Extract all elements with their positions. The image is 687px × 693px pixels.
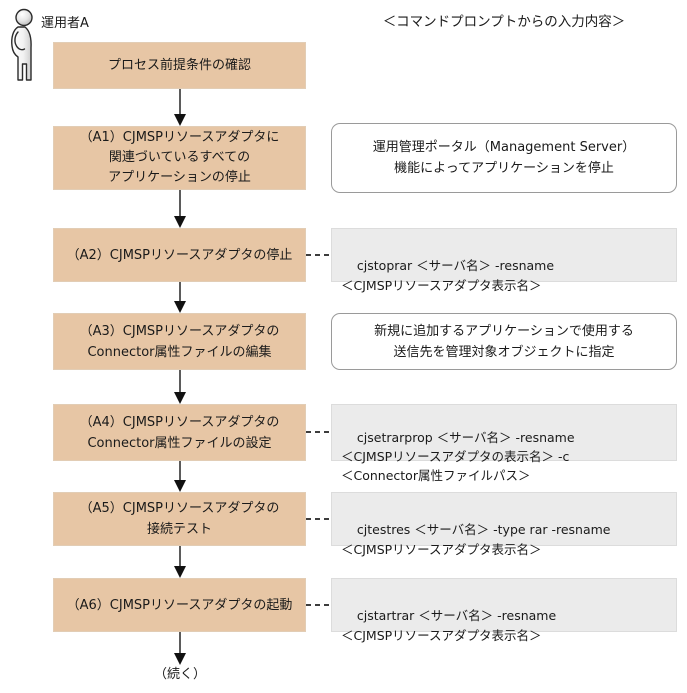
- command-text: cjstoprar ＜サーバ名＞ -resname ＜CJMSPリソースアダプタ…: [341, 258, 555, 293]
- step-box-a3[interactable]: （A3）CJMSPリソースアダプタの Connector属性ファイルの編集: [53, 313, 306, 370]
- command-box-a6: cjstartrar ＜サーバ名＞ -resname ＜CJMSPリソースアダプ…: [331, 578, 677, 643]
- step-text-line-1: （A3）CJMSPリソースアダプタの: [79, 323, 280, 339]
- command-text: cjsetrarprop ＜サーバ名＞ -resname ＜CJMSPリソースア…: [341, 430, 575, 483]
- flow-arrow-2: [174, 190, 186, 228]
- step-text-line-2: 接続テスト: [146, 522, 212, 537]
- note-text: 運用管理ポータル（Management Server） 機能によってアプリケーシ…: [372, 140, 636, 176]
- command-box-a4: cjsetrarprop ＜サーバ名＞ -resname ＜CJMSPリソースア…: [331, 404, 677, 483]
- note-box-a3: 新規に追加するアプリケーションで使用する 送信先を管理対象オブジェクトに指定: [331, 313, 677, 370]
- flow-arrow-4: [174, 370, 186, 404]
- step-box-a6[interactable]: （A6）CJMSPリソースアダプタの起動: [53, 578, 306, 632]
- flow-arrow-5: [174, 461, 186, 492]
- step-text: プロセス前提条件の確認: [107, 58, 251, 73]
- step-text-line-1: （A4）CJMSPリソースアダプタの: [79, 414, 280, 430]
- actor-label: 運用者A: [41, 16, 89, 31]
- step-text-line-1: （A1）CJMSPリソースアダプタに: [79, 130, 280, 145]
- connector-a2: [306, 254, 331, 256]
- step-text: （A6）CJMSPリソースアダプタの起動: [66, 597, 293, 613]
- step-text-line-2: Connector属性ファイルの設定: [87, 435, 272, 451]
- person-icon: [6, 8, 46, 86]
- connector-a4: [306, 431, 331, 433]
- step-text-line-3: アプリケーションの停止: [108, 170, 251, 185]
- flow-arrow-1: [174, 89, 186, 126]
- note-text: 新規に追加するアプリケーションで使用する 送信先を管理対象オブジェクトに指定: [374, 323, 634, 360]
- command-text: cjtestres ＜サーバ名＞ -type rar -resname ＜CJM…: [341, 522, 611, 557]
- flow-arrow-7: [174, 632, 186, 665]
- step-text-line-1: （A5）CJMSPリソースアダプタの: [79, 501, 280, 516]
- step-box-precondition[interactable]: プロセス前提条件の確認: [53, 42, 306, 89]
- step-box-a1[interactable]: （A1）CJMSPリソースアダプタに 関連づいているすべての アプリケーションの…: [53, 126, 306, 190]
- flow-arrow-3: [174, 282, 186, 313]
- step-box-a4[interactable]: （A4）CJMSPリソースアダプタの Connector属性ファイルの設定: [53, 404, 306, 461]
- column-header-command-prompt: ＜コマンドプロンプトからの入力内容＞: [382, 14, 626, 30]
- step-text-line-2: Connector属性ファイルの編集: [87, 344, 272, 360]
- step-box-a5[interactable]: （A5）CJMSPリソースアダプタの 接続テスト: [53, 492, 306, 546]
- connector-a6: [306, 604, 331, 606]
- step-text-line-2: 関連づいているすべての: [108, 150, 251, 165]
- note-box-a1: 運用管理ポータル（Management Server） 機能によってアプリケーシ…: [331, 123, 677, 193]
- step-box-a2[interactable]: （A2）CJMSPリソースアダプタの停止: [53, 228, 306, 282]
- step-text: （A2）CJMSPリソースアダプタの停止: [66, 247, 293, 263]
- continue-label: （続く）: [153, 667, 206, 682]
- command-box-a2: cjstoprar ＜サーバ名＞ -resname ＜CJMSPリソースアダプタ…: [331, 228, 677, 293]
- command-text: cjstartrar ＜サーバ名＞ -resname ＜CJMSPリソースアダプ…: [341, 608, 557, 643]
- flow-arrow-6: [174, 546, 186, 578]
- connector-a5: [306, 518, 331, 520]
- command-box-a5: cjtestres ＜サーバ名＞ -type rar -resname ＜CJM…: [331, 492, 677, 557]
